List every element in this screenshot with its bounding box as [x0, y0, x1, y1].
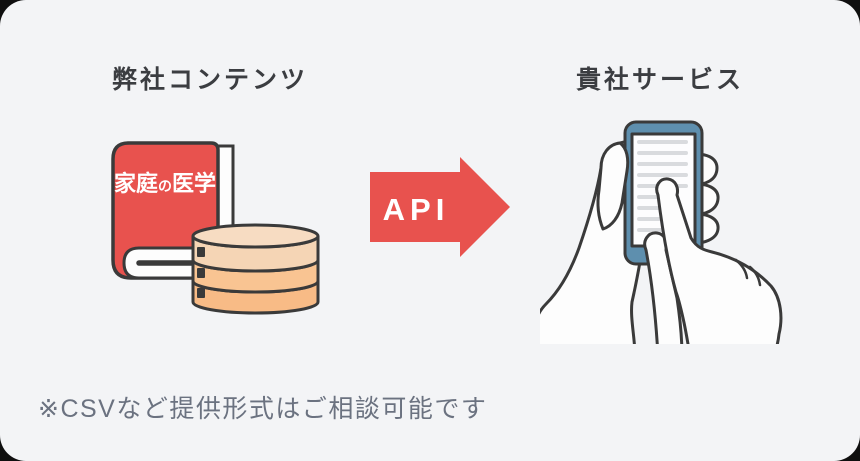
right-hand-index-finger: [655, 177, 783, 344]
footnote: ※CSVなど提供形式はご相談可能です: [38, 395, 488, 423]
database-icon: [191, 223, 320, 315]
smartphone-in-hands-icon: [540, 120, 783, 344]
database-indicator-lights: [197, 247, 205, 298]
right-panel-title: 貴社サービス: [575, 66, 744, 94]
book-database-illustration: 家庭の医学: [111, 141, 320, 315]
left-hand-thumb: [596, 141, 630, 231]
arrow-label: API: [383, 192, 450, 227]
book-title-label: 家庭の医学: [114, 171, 216, 196]
api-arrow-icon: API: [370, 157, 510, 257]
arrow-shape: [370, 157, 510, 257]
right-hand-knuckle-lines: [734, 258, 762, 287]
database-top-ellipse: [191, 223, 320, 249]
left-panel-title: 弊社コンテンツ: [111, 66, 308, 94]
